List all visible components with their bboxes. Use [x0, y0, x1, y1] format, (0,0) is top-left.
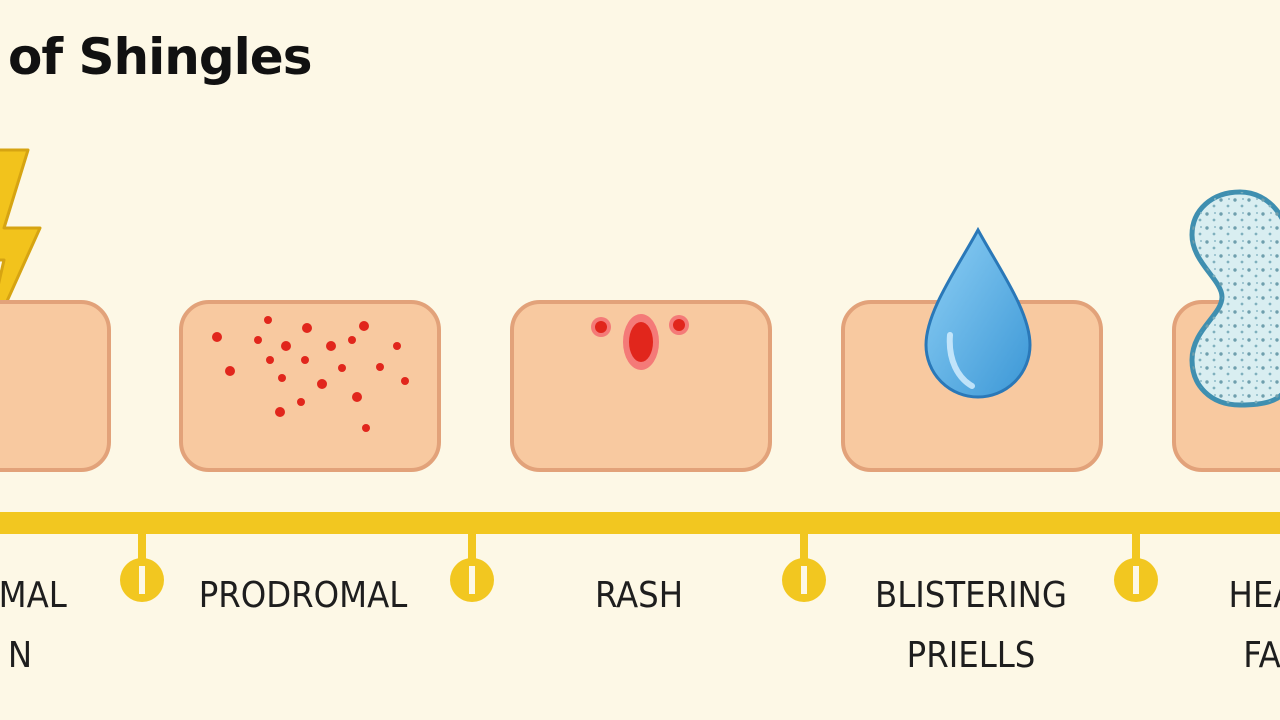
timeline-bar — [0, 512, 1280, 534]
stage-4-label1: BLISTERING — [875, 575, 1067, 616]
stage-1-label1: OMAL — [0, 575, 67, 616]
water-drop-icon — [924, 226, 1032, 399]
stage-5-label2: FA — [1243, 635, 1280, 676]
page-title: of Shingles — [8, 28, 312, 86]
red-dots-rash — [212, 316, 409, 432]
bandage-icon — [1189, 189, 1280, 408]
skin-patch-3 — [510, 300, 772, 472]
timeline-marker-3 — [782, 530, 826, 602]
stage-3-label1: RASH — [594, 575, 684, 616]
lightning-icon — [0, 148, 42, 321]
stage-5-label1: HEA — [1228, 575, 1280, 616]
stage-1-label2: N — [7, 635, 33, 676]
stage-4-label2: PRIELLS — [906, 635, 1036, 676]
skin-patch-1 — [0, 300, 111, 472]
timeline-marker-2 — [450, 530, 494, 602]
skin-patch-2 — [179, 300, 441, 472]
stage-2-label1: PRODROMAL — [198, 575, 408, 616]
timeline-marker-1 — [120, 530, 164, 602]
timeline-marker-4 — [1114, 530, 1158, 602]
red-spots-rash — [591, 314, 689, 370]
